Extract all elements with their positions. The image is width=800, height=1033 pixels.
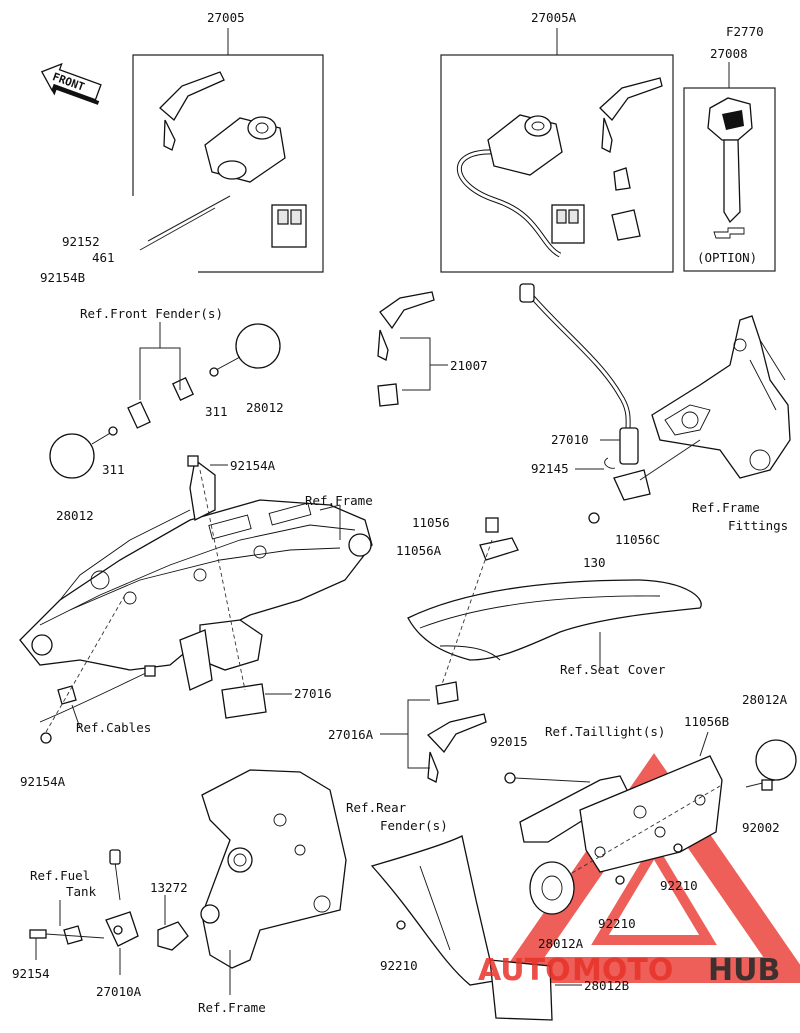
front-arrow-icon bbox=[40, 62, 102, 105]
reflector-28012-upper bbox=[171, 323, 281, 401]
label-92210-c: 92210 bbox=[380, 958, 418, 973]
watermark-word-moto: MOTO bbox=[572, 953, 673, 988]
label-92015: 92015 bbox=[490, 734, 528, 749]
label-27005A: 27005A bbox=[531, 10, 577, 25]
label-ref-frame-fittings-2: Fittings bbox=[728, 518, 788, 533]
watermark-logo bbox=[495, 753, 800, 983]
label-ref-taillight: Ref.Taillight(s) bbox=[545, 724, 665, 739]
switch-27010 bbox=[519, 283, 651, 524]
watermark-text: AUTO MOTO HUB bbox=[478, 953, 780, 988]
label-ref-fuel-tank-1: Ref.Fuel bbox=[30, 868, 90, 883]
label-ref-seat-cover: Ref.Seat Cover bbox=[560, 662, 666, 677]
frame-fitting-right bbox=[651, 315, 791, 479]
key-blank-27008 bbox=[707, 97, 753, 239]
label-option: (OPTION) bbox=[697, 250, 757, 265]
reflector-28012A-right bbox=[755, 739, 797, 791]
label-27016: 27016 bbox=[294, 686, 332, 701]
key-set-21007 bbox=[377, 291, 435, 407]
seat-cover bbox=[407, 517, 702, 661]
label-ref-front-fender: Ref.Front Fender(s) bbox=[80, 306, 223, 321]
label-27010A: 27010A bbox=[96, 984, 142, 999]
label-13272: 13272 bbox=[150, 880, 188, 895]
label-130: 130 bbox=[583, 555, 606, 570]
label-92154B: 92154B bbox=[40, 270, 85, 285]
taillight-bracket-11056B bbox=[396, 755, 723, 930]
label-11056: 11056 bbox=[412, 515, 450, 530]
label-92210-a: 92210 bbox=[660, 878, 698, 893]
label-27010: 27010 bbox=[551, 432, 589, 447]
reflector-28012A-lower bbox=[529, 861, 575, 915]
label-28012A-top: 28012A bbox=[742, 692, 788, 707]
label-92154: 92154 bbox=[12, 966, 50, 981]
label-28012-b: 28012 bbox=[56, 508, 94, 523]
watermark-word-hub: HUB bbox=[708, 953, 780, 988]
rear-fender bbox=[370, 835, 553, 1021]
label-27008: 27008 bbox=[710, 46, 748, 61]
label-311-a: 311 bbox=[205, 404, 228, 419]
label-92210-b: 92210 bbox=[598, 916, 636, 931]
label-ref-cables: Ref.Cables bbox=[76, 720, 151, 735]
label-92154A-bottom: 92154A bbox=[20, 774, 66, 789]
label-ref-frame-fittings-1: Ref.Frame bbox=[692, 500, 760, 515]
label-92002: 92002 bbox=[742, 820, 780, 835]
label-28012B: 28012B bbox=[584, 978, 629, 993]
label-ref-fuel-tank-2: Tank bbox=[66, 884, 97, 899]
label-311-b: 311 bbox=[102, 462, 125, 477]
label-28012A-bottom: 28012A bbox=[538, 936, 584, 951]
label-92152: 92152 bbox=[62, 234, 100, 249]
lower-frame bbox=[200, 769, 347, 969]
label-ref-frame-bottom: Ref.Frame bbox=[198, 1000, 266, 1015]
label-ref-rear-fender-1: Ref.Rear bbox=[346, 800, 407, 815]
ignition-switch-27005 bbox=[159, 71, 307, 260]
watermark-word-auto: AUTO bbox=[478, 953, 571, 988]
label-92145: 92145 bbox=[531, 461, 569, 476]
box-27005A bbox=[440, 28, 674, 273]
box-27005 bbox=[132, 28, 324, 273]
label-461: 461 bbox=[92, 250, 115, 265]
box-27008 bbox=[683, 62, 776, 272]
label-11056C: 11056C bbox=[615, 532, 660, 547]
label-F2770: F2770 bbox=[726, 24, 764, 39]
reflector-28012-lower bbox=[49, 401, 151, 479]
label-27005: 27005 bbox=[207, 10, 245, 25]
label-11056A: 11056A bbox=[396, 543, 442, 558]
label-21007: 21007 bbox=[450, 358, 488, 373]
label-11056B: 11056B bbox=[684, 714, 729, 729]
main-frame bbox=[19, 455, 373, 719]
label-92154A-top: 92154A bbox=[230, 458, 276, 473]
ignition-switch-27005A bbox=[456, 77, 663, 258]
label-ref-rear-fender-2: Fender(s) bbox=[380, 818, 448, 833]
label-ref-frame-top: Ref.Frame bbox=[305, 493, 373, 508]
label-28012-a: 28012 bbox=[246, 400, 284, 415]
lock-27016A bbox=[426, 681, 487, 783]
label-27016A: 27016A bbox=[328, 727, 374, 742]
